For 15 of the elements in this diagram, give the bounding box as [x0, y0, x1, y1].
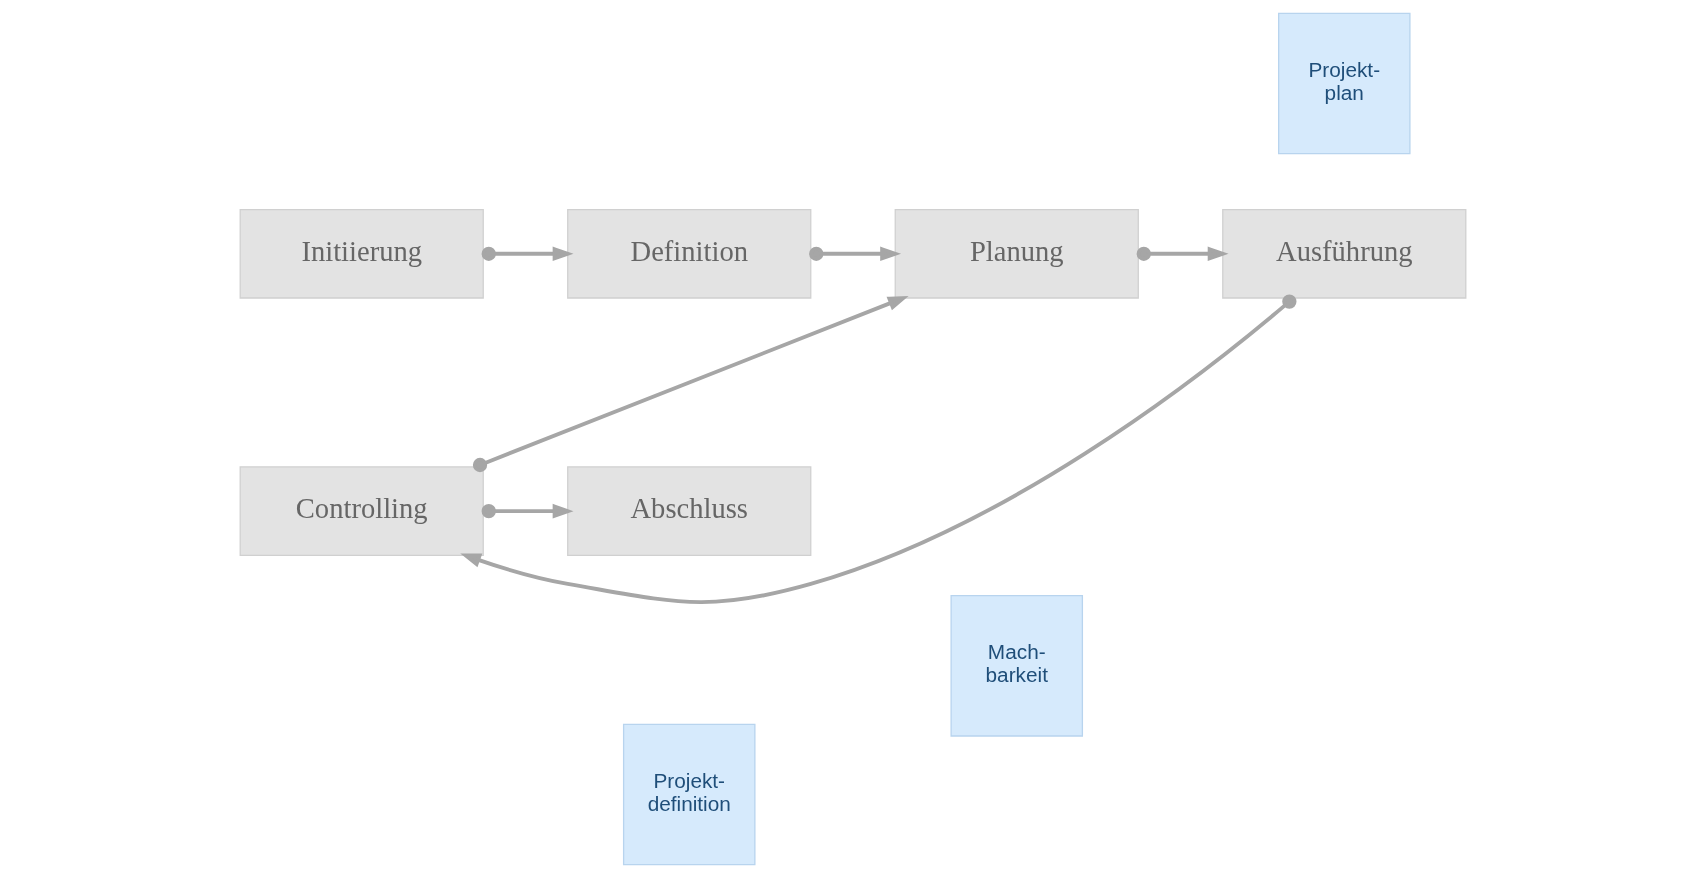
node-box: Controlling [239, 466, 484, 556]
node-box: Projekt- definition [622, 723, 756, 866]
node-box: Mach- barkeit [950, 594, 1084, 737]
arrow [809, 246, 902, 262]
arrow [460, 294, 1297, 604]
arrow [481, 246, 574, 262]
node-box: Projekt- plan [1278, 12, 1411, 155]
node-box: Planung [894, 208, 1139, 299]
node-box: Definition [567, 208, 812, 299]
node-box: Ausführung [1222, 208, 1467, 299]
arrow [472, 295, 909, 473]
arrow [481, 503, 574, 519]
node-box: Initiierung [239, 208, 484, 299]
node-box: Abschluss [567, 466, 812, 556]
arrow [1136, 246, 1229, 262]
